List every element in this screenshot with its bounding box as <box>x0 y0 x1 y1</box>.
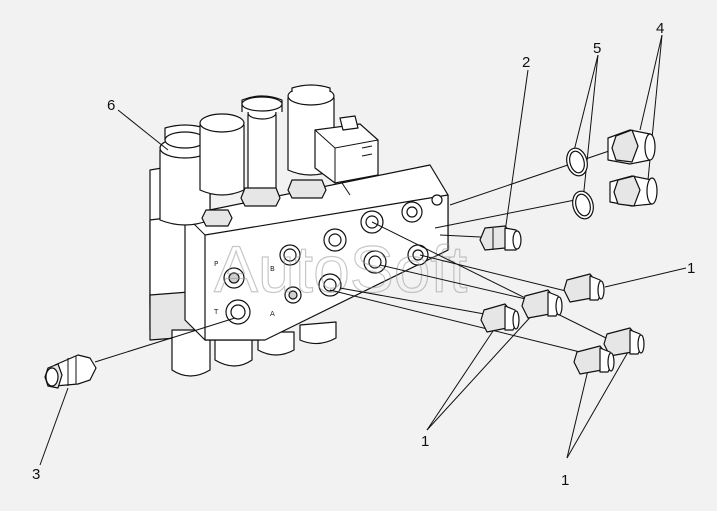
fitting-2 <box>479 225 522 251</box>
fittings-4 <box>607 129 658 207</box>
callout-1-bottom: 1 <box>421 433 429 450</box>
port-mark-a: A <box>270 310 275 318</box>
callout-1-lower-right: 1 <box>561 472 569 489</box>
callouts: 6 2 5 4 1 1 1 3 <box>32 20 695 489</box>
fitting-3 <box>44 354 97 389</box>
fittings-1 <box>480 273 645 375</box>
callout-3: 3 <box>32 466 40 483</box>
callout-1-right: 1 <box>687 260 695 277</box>
port-mark-b: B <box>270 265 275 273</box>
hydraulic-valve-block: P B A T <box>149 84 449 377</box>
callout-2: 2 <box>522 54 530 71</box>
port-mark-t: T <box>213 308 219 316</box>
callout-4: 4 <box>656 20 664 37</box>
seal-rings-5 <box>566 147 594 220</box>
fittings <box>44 129 658 389</box>
callout-6: 6 <box>107 97 115 114</box>
assembly-lines <box>39 34 687 466</box>
callout-5: 5 <box>593 40 601 57</box>
port-mark-p: P <box>214 260 218 268</box>
watermark: AutoSoft <box>214 232 467 306</box>
